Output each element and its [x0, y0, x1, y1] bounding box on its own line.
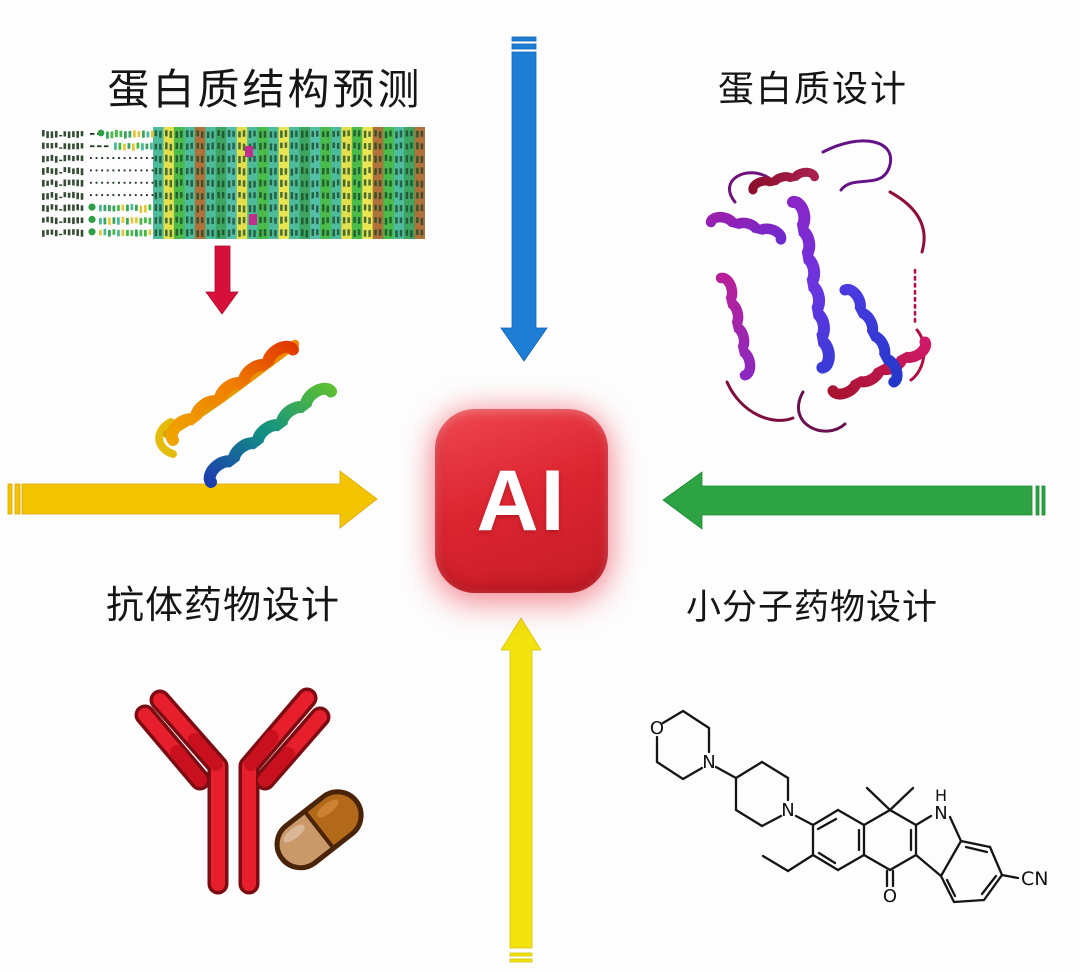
- small-molecule-structure-icon: O N N H N O CN: [650, 709, 1048, 907]
- label-antibody-drug-design: 抗体药物设计: [105, 585, 341, 627]
- atom-indole-hydrogen: H: [935, 786, 947, 805]
- capsule-icon: [274, 789, 364, 871]
- ai-label: AI: [476, 452, 567, 549]
- label-protein-design: 蛋白质设计: [717, 69, 909, 109]
- molecule-bonds: [655, 709, 1020, 904]
- arrow-right-icon: [7, 470, 378, 529]
- sequence-alignment-graphic: [40, 126, 425, 240]
- arrow-up-icon: [500, 617, 542, 963]
- arrow-msa-to-structure-icon: [205, 245, 239, 315]
- arrow-left-icon: [662, 471, 1046, 530]
- atom-indole-nitrogen: N: [934, 803, 947, 824]
- ai-center-box: AI: [435, 409, 608, 593]
- designed-protein-structure-icon: [705, 139, 932, 433]
- atom-piperidine-nitrogen: N: [781, 800, 794, 821]
- atom-morpholine-nitrogen: N: [702, 752, 715, 773]
- arrow-down-icon: [500, 36, 548, 362]
- predicted-protein-structure-icon: [155, 339, 337, 488]
- atom-nitrile-group: CN: [1021, 868, 1048, 890]
- atom-ketone-oxygen: O: [883, 886, 897, 907]
- label-protein-structure-prediction: 蛋白质结构预测: [107, 68, 423, 114]
- label-small-molecule-drug-design: 小分子药物设计: [685, 588, 939, 627]
- atom-morpholine-oxygen: O: [650, 718, 664, 739]
- antibody-icon: [134, 687, 331, 895]
- antibody-and-pill-graphic: [134, 687, 364, 895]
